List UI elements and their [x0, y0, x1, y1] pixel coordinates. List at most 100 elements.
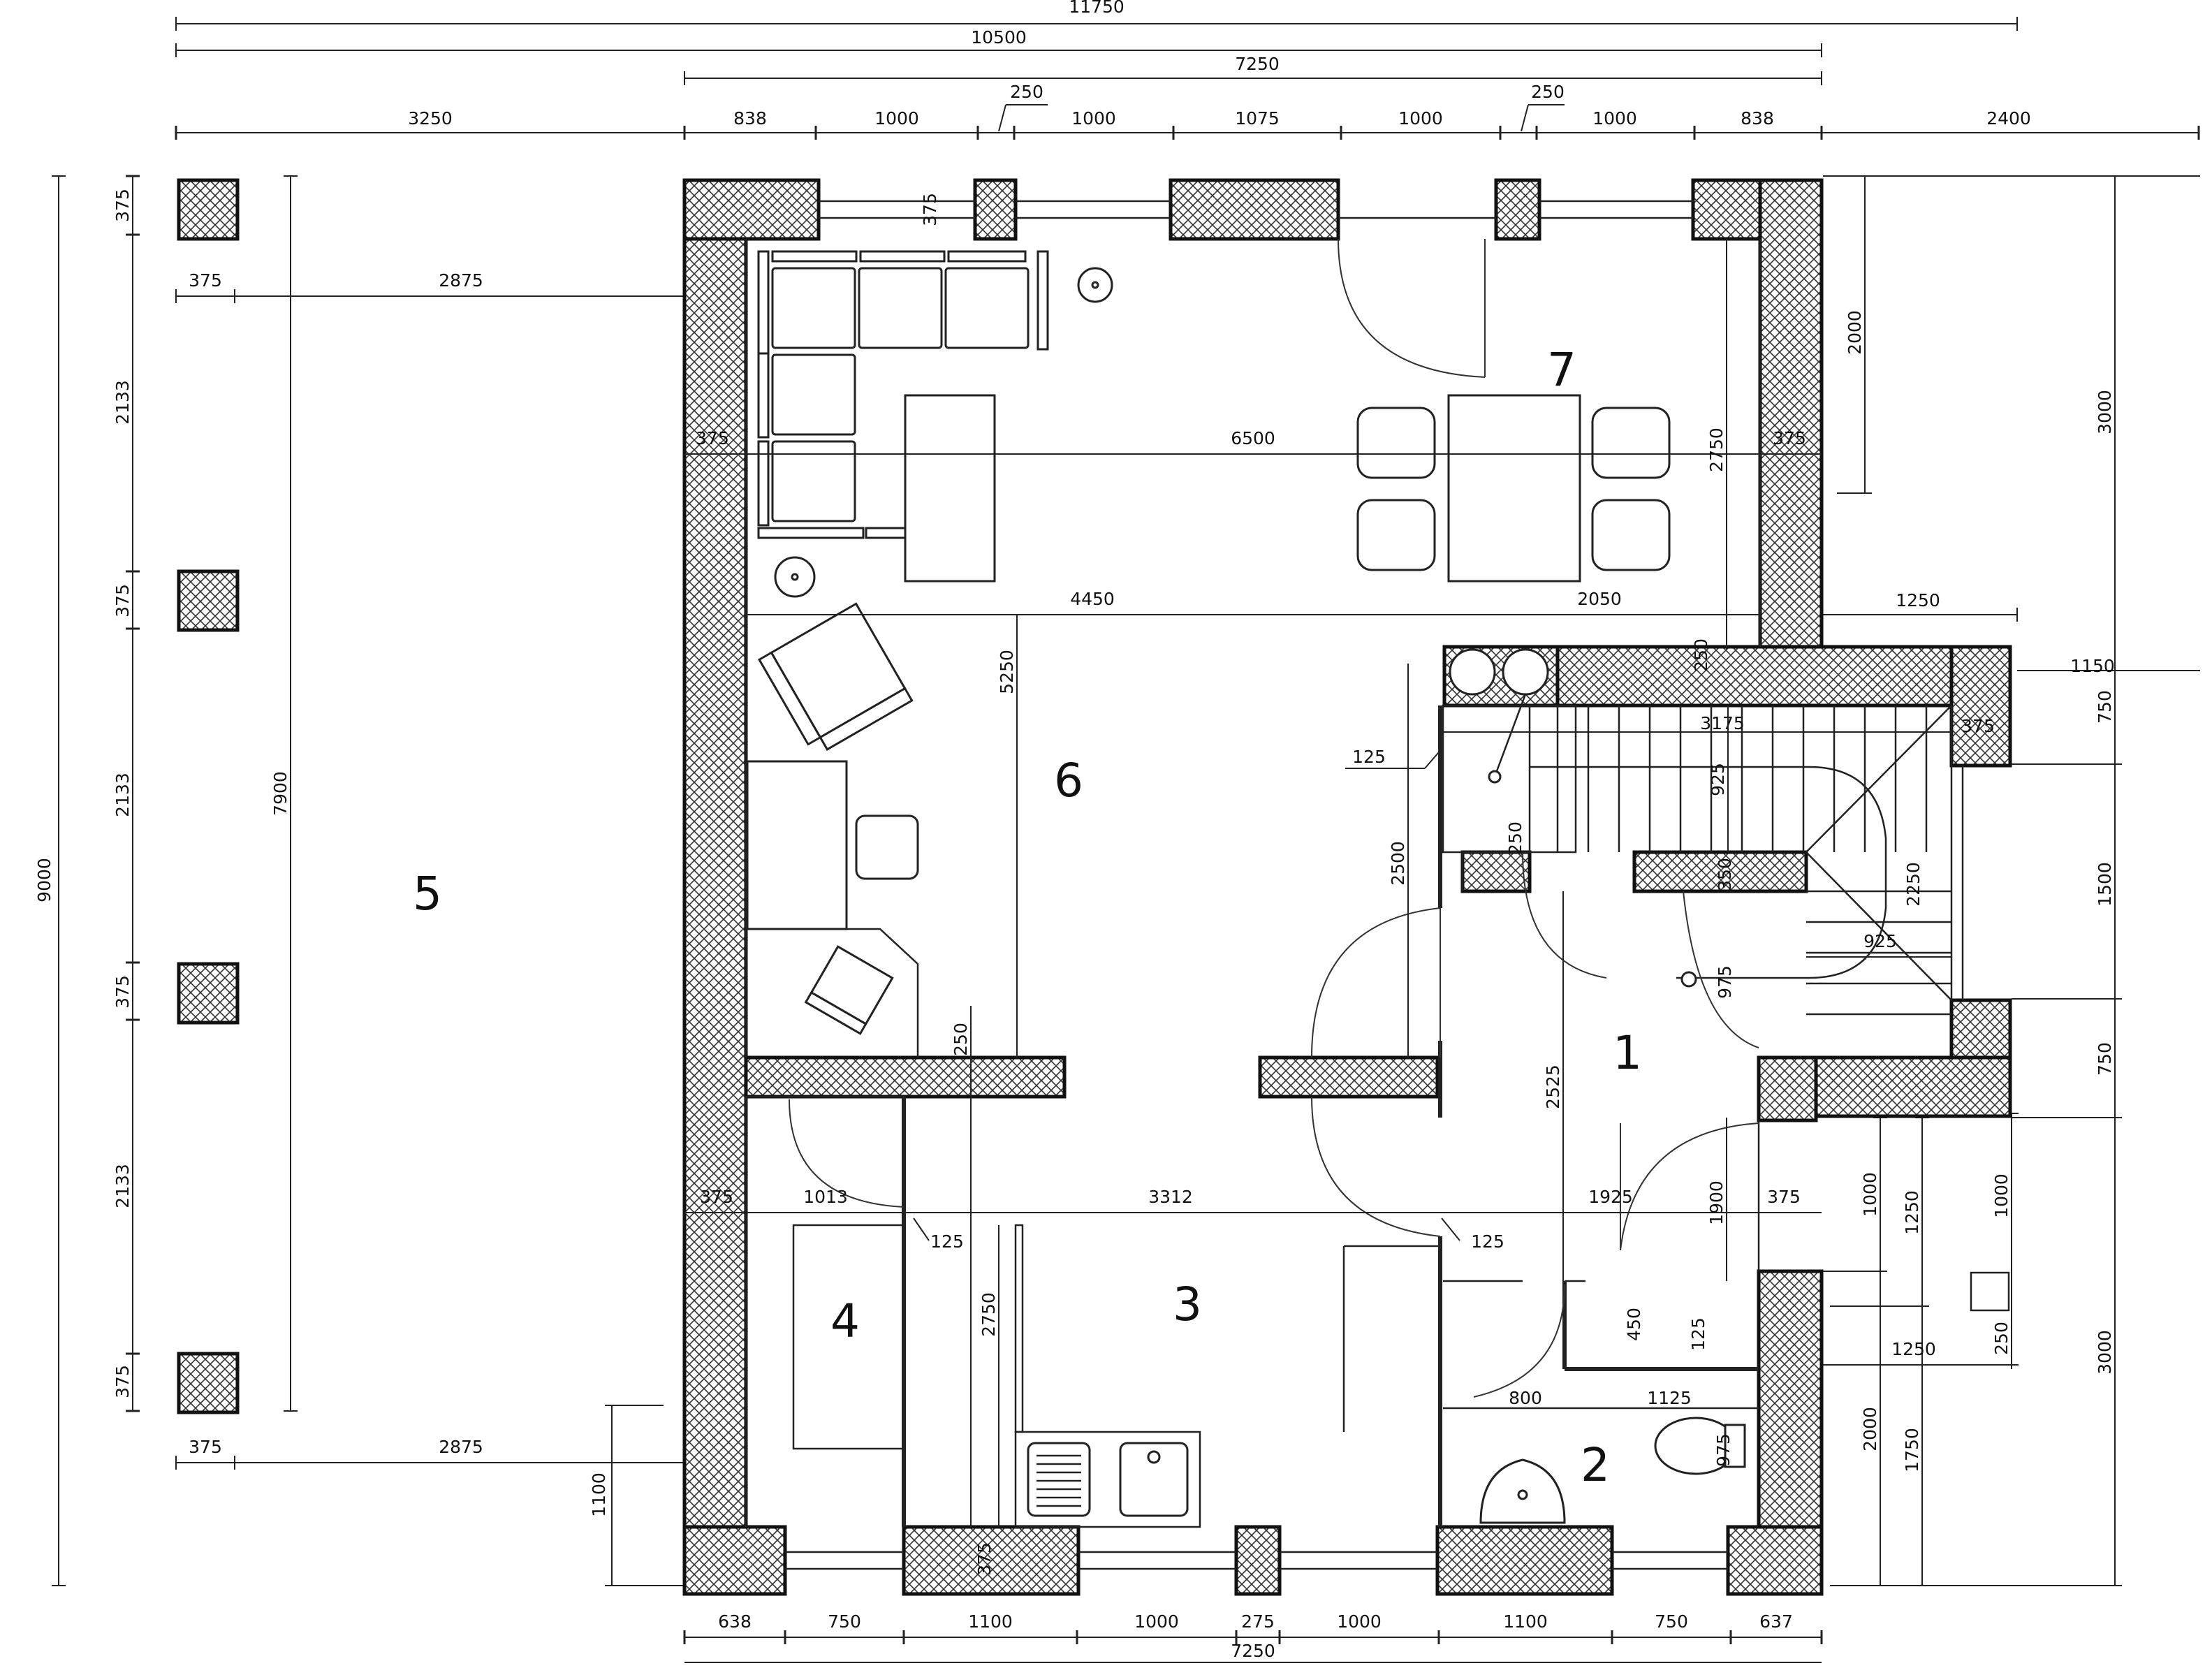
dim-inner-1900: 1900: [1706, 1180, 1727, 1225]
dim-inner-2750: 2750: [1706, 427, 1727, 472]
right-dimensions: 3000 2000 1250 1150 750 1500 750 3000 10…: [1816, 175, 2200, 1586]
dim-right-1750: 1750: [1902, 1428, 1922, 1472]
dim-inner-800: 800: [1509, 1388, 1542, 1408]
top-dimensions: 11750 10500 7250 3250 838 1000 250 1000 …: [175, 0, 2200, 140]
dim-bottom-5: 1000: [1337, 1611, 1382, 1632]
dim-left-5: 2133: [112, 1164, 133, 1208]
dim-right-1250-b: 1250: [1902, 1190, 1922, 1235]
dim-inner-2525: 2525: [1543, 1065, 1563, 1109]
dim-inner-375-r: 375: [1773, 428, 1806, 448]
dim-inner-925-a: 925: [1708, 763, 1728, 796]
dim-inner-125-b: 125: [930, 1231, 964, 1252]
dim-inner-375-st: 375: [1961, 716, 1995, 736]
dim-right-3000-top: 3000: [2095, 390, 2115, 434]
dim-inner-3175: 3175: [1700, 713, 1745, 733]
dim-left-2: 375: [112, 584, 133, 617]
dim-inner-375-w: 375: [700, 1187, 733, 1207]
dim-top-5: 1075: [1235, 108, 1280, 129]
dim-inner-375-e: 375: [1767, 1187, 1801, 1207]
dim-left-4: 375: [112, 975, 133, 1009]
dim-left-1: 2133: [112, 380, 133, 425]
dim-right-1250: 1250: [1896, 590, 1940, 610]
dim-top-9: 838: [1741, 108, 1774, 129]
room-2-label: 2: [1581, 1438, 1610, 1492]
dim-inner-125-c: 125: [1471, 1231, 1504, 1252]
terrace-columns: [177, 178, 240, 1414]
dim-inner-975-b: 975: [1713, 1433, 1734, 1467]
dim-bottom-0: 638: [718, 1611, 752, 1632]
column-small: [1970, 1271, 2010, 1312]
dim-bottom-7: 750: [1655, 1611, 1688, 1632]
walls: [682, 178, 2012, 1596]
dim-top-2: 1000: [874, 108, 919, 129]
dim-11750: 11750: [1069, 0, 1125, 17]
dim-right-2000-b: 2000: [1860, 1407, 1880, 1451]
dim-inner-1125: 1125: [1647, 1388, 1692, 1408]
dim-inner-2750-k: 2750: [979, 1292, 999, 1337]
room-5-label: 5: [413, 867, 442, 921]
dim-2875-top: 2875: [439, 270, 483, 291]
inner-dimensions: 375 6500 375 2750 4450 2050 5250 250 317…: [684, 193, 1995, 1576]
dim-bottom-3: 1000: [1134, 1611, 1179, 1632]
dim-bottom-1: 750: [828, 1611, 861, 1632]
room-labels: 1 2 3 4 5 6 7: [413, 343, 1642, 1492]
dim-top-0: 3250: [408, 108, 453, 129]
dim-9000: 9000: [34, 858, 54, 902]
dim-right-1500: 1500: [2095, 862, 2115, 907]
dim-2875-bottom: 2875: [439, 1437, 483, 1457]
dim-right-750-b: 750: [2095, 1042, 2115, 1076]
dim-right-1000-a: 1000: [1860, 1172, 1880, 1217]
dim-inner-1013: 1013: [803, 1187, 848, 1207]
dim-right-3000-bottom: 3000: [2095, 1330, 2115, 1375]
room-6-label: 6: [1054, 754, 1083, 807]
dim-inner-125-a: 125: [1352, 747, 1386, 767]
doors: [789, 238, 1759, 1398]
dim-right-1250-c: 1250: [1891, 1339, 1936, 1359]
dim-bottom-total: 7250: [1231, 1641, 1275, 1661]
dim-left-6: 375: [112, 1365, 133, 1398]
dim-top-7: 250: [1531, 82, 1565, 102]
dim-inner-125-d: 125: [1688, 1317, 1708, 1351]
dim-right-1150: 1150: [2070, 656, 2115, 676]
room-4-label: 4: [830, 1294, 860, 1348]
dim-inner-250-b: 250: [1505, 821, 1525, 855]
dim-inner-350: 350: [1715, 858, 1735, 891]
dim-inner-2500: 2500: [1388, 841, 1408, 886]
dim-top-10: 2400: [1986, 108, 2031, 129]
dim-inner-6500: 6500: [1231, 428, 1275, 448]
dim-bottom-8: 637: [1759, 1611, 1793, 1632]
dim-col-375-bottom: 375: [189, 1437, 222, 1457]
dim-top-3: 250: [1010, 82, 1043, 102]
dim-right-2000-top: 2000: [1845, 310, 1865, 355]
dim-inner-250-c: 250: [951, 1023, 971, 1056]
dim-bottom-4: 275: [1241, 1611, 1275, 1632]
dim-top-6: 1000: [1398, 108, 1443, 129]
dim-bottom-2: 1100: [968, 1611, 1013, 1632]
dim-inner-375-top: 375: [920, 193, 940, 226]
dim-left-0: 375: [112, 189, 133, 222]
dim-inner-2250: 2250: [1903, 862, 1924, 907]
dim-7900: 7900: [270, 771, 291, 816]
dim-left-3: 2133: [112, 773, 133, 817]
dim-inner-375-l: 375: [696, 428, 729, 448]
dim-col-375-top: 375: [189, 270, 222, 291]
dim-right-1000-b: 1000: [1991, 1173, 2012, 1218]
dim-7250-top: 7250: [1235, 54, 1280, 74]
dim-right-750-a: 750: [2095, 690, 2115, 724]
dim-inner-450: 450: [1624, 1308, 1644, 1341]
dim-bottom-6: 1100: [1503, 1611, 1548, 1632]
room-3-label: 3: [1173, 1278, 1202, 1331]
dim-inner-4450: 4450: [1070, 589, 1115, 609]
dim-inner-1925: 1925: [1588, 1187, 1633, 1207]
dim-top-1: 838: [733, 108, 767, 129]
dim-inner-2050: 2050: [1577, 589, 1622, 609]
dim-inner-5250: 5250: [997, 650, 1017, 694]
dim-inner-925-b: 925: [1863, 931, 1897, 951]
bottom-dimensions: 638 750 1100 1000 275 1000 1100 750 637 …: [683, 1611, 1823, 1663]
room-1-label: 1: [1613, 1026, 1642, 1080]
dim-inner-250-a: 250: [1691, 638, 1711, 672]
furniture: [746, 250, 1746, 1528]
dim-right-250: 250: [1991, 1322, 2012, 1355]
left-dimensions: 9000 7900 375 2133 375 2133 375 2133 375…: [34, 175, 684, 1586]
